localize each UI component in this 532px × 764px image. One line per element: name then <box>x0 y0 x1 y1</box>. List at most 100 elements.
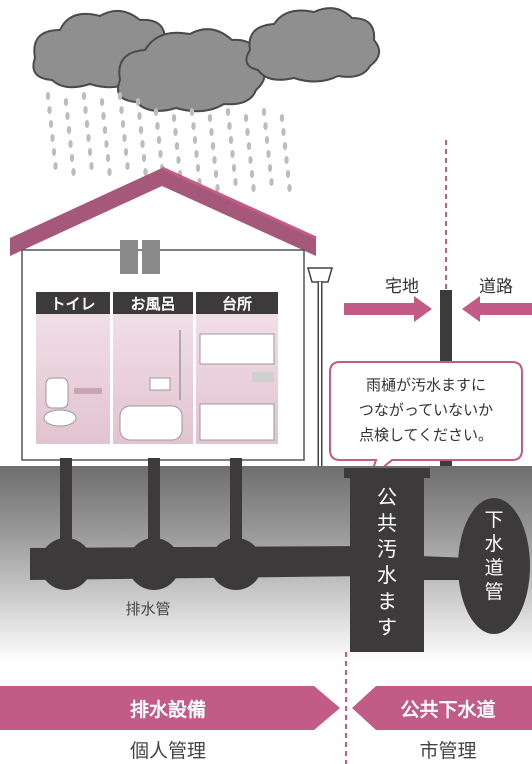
raindrop <box>267 164 273 172</box>
raindrop <box>89 162 94 170</box>
raindrop <box>269 178 274 186</box>
raindrop <box>156 136 162 144</box>
raindrop <box>263 122 268 130</box>
raindrop <box>194 150 199 158</box>
basin-text-char: す <box>377 615 397 639</box>
raindrop <box>47 106 52 114</box>
raindrop <box>99 98 105 106</box>
raindrop <box>125 162 130 170</box>
raindrop <box>209 128 214 136</box>
raindrop <box>50 134 55 142</box>
raindrop <box>86 134 91 142</box>
raindrop <box>249 170 255 178</box>
raindrop <box>63 98 69 106</box>
basin-text-char: 共 <box>377 511 397 535</box>
raindrop <box>81 92 87 100</box>
callout-line-1: 雨樋が汚水ますに <box>366 376 486 394</box>
label-drain-pipe: 排水管 <box>125 600 170 618</box>
room-kitchen <box>196 292 278 444</box>
basin-text-char: 汚 <box>377 537 397 561</box>
raindrop <box>135 98 141 106</box>
raindrop <box>141 154 147 162</box>
raindrop <box>284 156 289 164</box>
raindrop <box>119 106 124 114</box>
public-basin <box>350 476 424 652</box>
arrow-road <box>462 296 532 322</box>
raindrop <box>264 136 270 144</box>
banner-drain-facility <box>0 686 340 730</box>
room-label-toilet: トイレ <box>50 295 95 313</box>
raindrop <box>213 170 219 178</box>
label-private-land: 宅地 <box>385 277 419 297</box>
cloud-right <box>245 7 381 83</box>
raindrop <box>137 112 142 120</box>
basin-text-char: 公 <box>377 485 397 509</box>
raindrop <box>248 156 253 164</box>
raindrop <box>228 136 234 144</box>
raindrop <box>174 142 180 150</box>
raindrop <box>122 134 127 142</box>
raindrop <box>245 128 250 136</box>
raindrop <box>230 150 235 158</box>
callout-line-2: つながっていないか <box>359 401 493 419</box>
callout-line-3: 点検してください。 <box>359 426 493 444</box>
inspection-callout <box>329 361 523 481</box>
raindrop <box>140 140 145 148</box>
arrow-private-land <box>344 296 432 322</box>
raindrop <box>210 142 216 150</box>
sewer-text-char: 道 <box>484 557 503 579</box>
raindrop <box>261 108 267 116</box>
raindrop <box>189 108 195 116</box>
raindrop <box>212 156 217 164</box>
raindrop <box>83 106 88 114</box>
raindrop <box>246 142 252 150</box>
raindrop <box>68 140 73 148</box>
drain-pipe <box>30 546 370 580</box>
raindrop <box>191 122 196 130</box>
raindrop <box>104 140 109 148</box>
drain-junctions <box>40 538 262 590</box>
banner-label-public-sewer: 公共下水道 <box>400 698 495 721</box>
raindrop <box>143 168 148 176</box>
room-label-bath: お風呂 <box>130 295 175 313</box>
house-window <box>120 240 160 274</box>
raindrop <box>173 128 178 136</box>
room-bath <box>113 292 193 444</box>
raindrop <box>266 150 271 158</box>
raindrop <box>123 148 129 156</box>
raindrop <box>117 92 123 100</box>
raindrop <box>71 168 76 176</box>
public-basin-lid <box>344 468 430 478</box>
room-toilet <box>36 292 110 444</box>
lateral-pipe <box>420 556 470 580</box>
raindrop <box>243 114 249 122</box>
banner-label-drain-facility: 排水設備 <box>130 698 206 721</box>
raindrop <box>282 142 288 150</box>
basin-text-char: ま <box>377 589 397 613</box>
raindrop <box>69 154 75 162</box>
raindrop <box>102 126 108 134</box>
raindrop <box>65 112 70 120</box>
raindrop <box>207 114 213 122</box>
raindrop <box>225 108 231 116</box>
raindrop <box>215 184 220 192</box>
raindrop <box>158 150 163 158</box>
raindrop <box>155 122 160 130</box>
raindrop <box>51 148 57 156</box>
raindrop <box>138 126 144 134</box>
raindrop <box>45 92 51 100</box>
caption-private-management: 個人管理 <box>130 740 206 762</box>
raindrop <box>192 136 198 144</box>
raindrop <box>287 184 292 192</box>
banner-public-sewer <box>352 686 532 730</box>
raindrop <box>105 154 111 162</box>
sewer-text-char: 下 <box>484 509 503 531</box>
house-drain-risers <box>60 458 242 548</box>
raindrop <box>84 120 90 128</box>
raindrop <box>227 122 232 130</box>
raindrop <box>66 126 72 134</box>
